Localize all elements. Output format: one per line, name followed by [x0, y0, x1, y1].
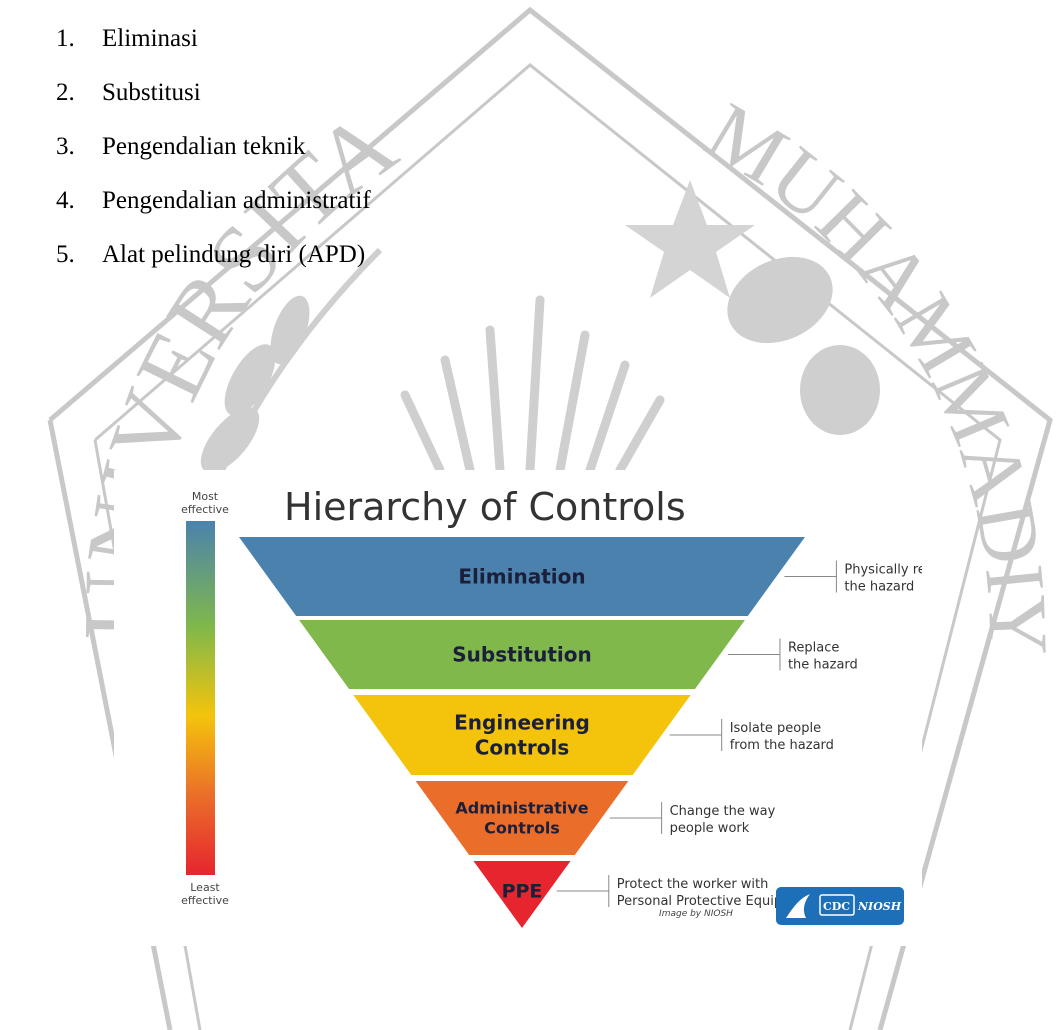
tier-label: Elimination [458, 565, 585, 589]
scale-bottom-line-2: effective [181, 894, 229, 907]
tier-description: Change the way [670, 804, 776, 819]
list-item: 3. Pengendalian teknik [56, 120, 371, 174]
cdc-niosh-badge: CDC NIOSH [776, 887, 904, 925]
tier-description: people work [670, 821, 750, 836]
list-item: 5. Alat pelindung diri (APD) [56, 228, 371, 282]
list-item-label: Pengendalian administratif [102, 187, 371, 214]
tier-shape [353, 695, 691, 775]
tier-label: Controls [475, 736, 570, 760]
hierarchy-figure-svg: Hierarchy of Controls MosteffectiveLeast… [114, 470, 922, 946]
tier-description: Protect the worker with [617, 877, 769, 892]
scale-bottom-line-1: Least [190, 881, 220, 894]
cdc-logo-frame [819, 894, 855, 916]
tier-1: Elimination Physically remove the hazard [239, 537, 922, 616]
tier-label: Substitution [452, 643, 591, 667]
tier-description: Personal Protective Equipment [617, 894, 816, 909]
image-credit: Image by NIOSH [659, 909, 733, 919]
hhs-eagle-icon [786, 894, 810, 918]
list-item-number: 4. [56, 187, 75, 214]
scale-top-line-1: Most [192, 490, 219, 503]
effectiveness-gradient-bar [186, 521, 215, 875]
tier-description: Physically remove [844, 563, 922, 578]
tier-shape [415, 781, 629, 855]
tier-label: Administrative [455, 799, 588, 818]
figure-title: Hierarchy of Controls [284, 485, 686, 529]
list-item-label: Eliminasi [102, 25, 198, 52]
numbered-list: 1. Eliminasi 2. Substitusi 3. Pengendalian te… [56, 12, 371, 282]
list-item-label: Substitusi [102, 79, 201, 106]
tier-shape [473, 861, 571, 928]
list-item-label: Alat pelindung diri (APD) [102, 241, 366, 268]
list-item-number: 2. [56, 79, 75, 106]
tier-description: from the hazard [730, 738, 834, 753]
tier-2: Substitution Replace the hazard [299, 620, 858, 689]
tier-description: the hazard [788, 658, 858, 673]
list-item: 1. Eliminasi [56, 12, 371, 66]
list-item: 4. Pengendalian administratif [56, 174, 371, 228]
tier-label: Engineering [454, 711, 590, 735]
list-item: 2. Substitusi [56, 66, 371, 120]
tier-label: Controls [484, 819, 560, 838]
tier-description: Replace [788, 641, 839, 656]
tier-description: the hazard [844, 580, 914, 595]
niosh-logo-text: NIOSH [857, 900, 902, 913]
list-item-number: 3. [56, 133, 75, 160]
scale-top-line-2: effective [181, 503, 229, 516]
tier-shape [299, 620, 745, 689]
list-item-label: Pengendalian teknik [102, 133, 306, 160]
tier-shape [239, 537, 805, 616]
cdc-logo-text: CDC [823, 900, 850, 913]
tier-description: Isolate people [730, 721, 821, 736]
list-item-number: 1. [56, 25, 75, 52]
list-item-number: 5. [56, 241, 75, 268]
tier-label: PPE [502, 881, 543, 903]
